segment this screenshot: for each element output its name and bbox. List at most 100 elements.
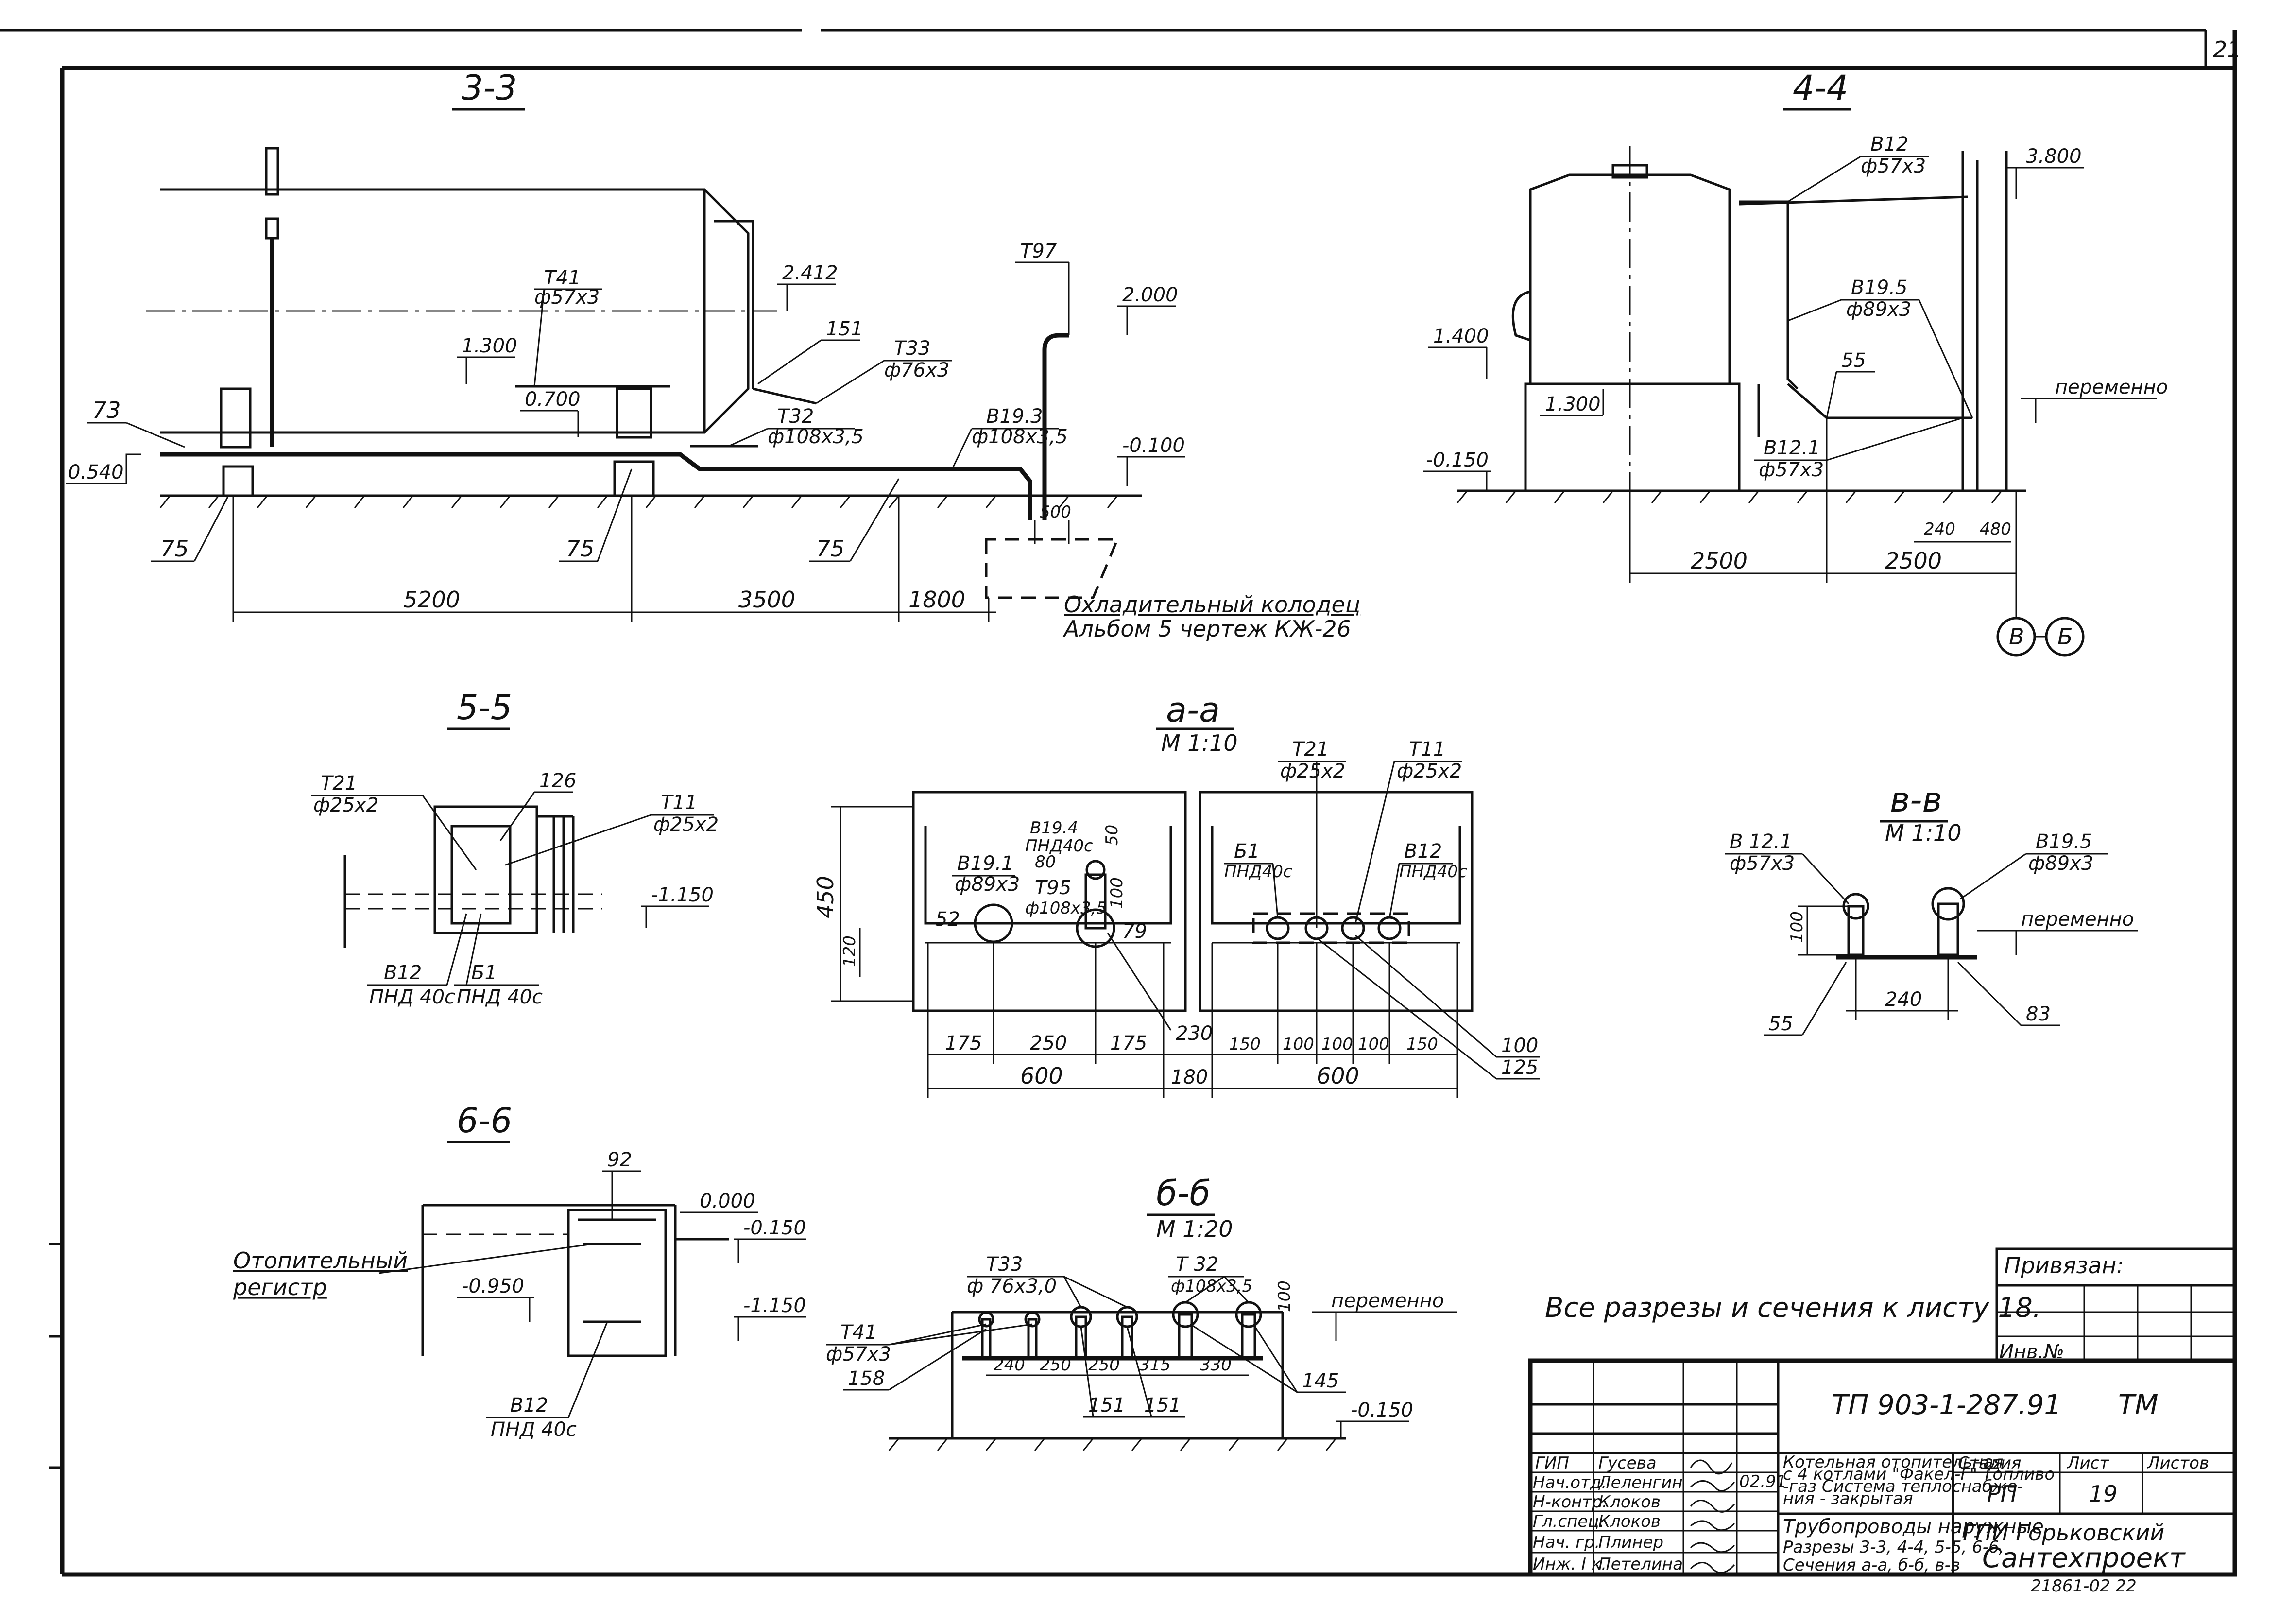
section-v-v: в-в М 1:10 В 12.1 ф57х3 В19.5 ф89х3 пере…: [1725, 780, 2138, 1036]
saa-d100a: 100: [1283, 1035, 1314, 1054]
saa-b1-spec: ПНД40с: [1224, 862, 1292, 882]
s33-level-2412: 2.412: [782, 262, 838, 284]
s44-level-3800: 3.800: [2026, 145, 2082, 168]
s33-t97: Т97: [1020, 240, 1057, 262]
saa-b1: Б1: [1234, 840, 1260, 863]
saa-t21-spec: ф25х2: [1280, 760, 1345, 782]
s33-lbl75b: 75: [566, 536, 595, 562]
section-5-5-title: 5-5: [457, 688, 512, 727]
sbb-t41: Т41: [840, 1321, 877, 1344]
s33-t33: Т33: [894, 337, 930, 360]
corner-sheet-number: 21: [2213, 36, 2242, 63]
s33-well-label-1: Охладительный колодец: [1064, 591, 1360, 618]
tb-org-1: ГПИ Горьковский: [1963, 1520, 2164, 1546]
saa-t11: Т11: [1409, 738, 1445, 761]
saa-dim100v: 100: [1107, 877, 1127, 909]
s33-lbl73: 73: [92, 397, 121, 423]
sbb-d240: 240: [994, 1355, 1025, 1375]
sbb-d250b: 250: [1088, 1355, 1120, 1375]
saa-lbl79: 79: [1122, 920, 1147, 943]
saa-b12-spec: ПНД40с: [1399, 862, 1467, 882]
s55-b1-spec: ПНД 40с: [457, 986, 543, 1008]
s33-level-2000: 2.000: [1122, 284, 1178, 306]
s55-lbl126: 126: [539, 770, 576, 792]
sbb-d315: 315: [1139, 1355, 1171, 1375]
s55-level-1150: -1.150: [651, 884, 714, 906]
saa-d230: 230: [1176, 1022, 1213, 1045]
tb-sheet-title-3: Сечения а-а, б-б, в-в: [1783, 1556, 1960, 1575]
sbb-lbl151a: 151: [1088, 1394, 1125, 1417]
s33-b193: В19.3: [986, 405, 1043, 428]
tb-date: 02.91: [1739, 1472, 1786, 1491]
saa-lbl50: 50: [1102, 825, 1122, 846]
section-6-6-title: 6-6: [457, 1101, 512, 1141]
s33-level-1300: 1.300: [462, 335, 517, 357]
s33-lbl75c: 75: [816, 536, 845, 562]
s44-dim480: 480: [1980, 519, 2011, 539]
s33-level-0540: 0.540: [68, 461, 124, 484]
sbb-d330: 330: [1200, 1355, 1232, 1375]
sbb-d250a: 250: [1040, 1355, 1071, 1375]
s44-b121-spec: ф57х3: [1759, 459, 1824, 481]
tb-stage: РП: [1987, 1481, 2017, 1507]
s66-b12-spec: ПНД 40с: [491, 1418, 577, 1441]
section-3-3: 3-3: [66, 68, 1360, 642]
s44-b12: В12: [1870, 133, 1908, 156]
tb-role-6: Инж. I к.: [1533, 1555, 1607, 1574]
svv-dim100: 100: [1787, 911, 1807, 943]
svv-b121: В 12.1: [1730, 830, 1792, 853]
s66-level-0000: 0.000: [700, 1190, 755, 1212]
saa-b191-spec: ф89х3: [955, 873, 1020, 896]
tb-name-5: Плинер: [1598, 1533, 1663, 1552]
s44-dim2500a: 2500: [1691, 548, 1748, 574]
s55-t11-spec: ф25х2: [653, 813, 719, 836]
saa-d100r: 100: [1501, 1035, 1538, 1057]
doc-code: ТП 903-1-287.91: [1832, 1389, 2061, 1421]
s66-level-0950: -0.950: [462, 1275, 524, 1297]
saa-d600b: 600: [1317, 1063, 1359, 1089]
tb-desc-1: Котельная отопительная: [1783, 1452, 2004, 1472]
s33-b193-spec: ф108х3,5: [972, 426, 1068, 448]
tb-stage-header: Стадия: [1958, 1453, 2021, 1473]
tb-name-2: Леленгин: [1597, 1473, 1683, 1492]
s33-t33-spec: ф76х3: [884, 359, 949, 381]
s33-dim5200: 5200: [403, 587, 460, 613]
tb-name-1: Гусева: [1598, 1453, 1657, 1473]
s44-axis-v: В: [2009, 623, 2024, 650]
s44-dim240: 240: [1924, 519, 1955, 539]
saa-d250: 250: [1030, 1032, 1067, 1055]
sbb-dim100: 100: [1275, 1280, 1294, 1312]
saa-t11-spec: ф25х2: [1397, 760, 1462, 782]
s55-t21: Т21: [321, 772, 357, 795]
s33-dim1800: 1800: [908, 587, 965, 613]
tb-role-5: Нач. гр.: [1533, 1533, 1600, 1552]
s66-level-1150: -1.150: [743, 1295, 806, 1317]
s44-b195: В19.5: [1851, 277, 1908, 299]
sbb-lbl151b: 151: [1144, 1394, 1181, 1417]
saa-d600a: 600: [1020, 1063, 1063, 1089]
doc-mark: ТМ: [2118, 1389, 2159, 1421]
tb-role-3: Н-контр.: [1533, 1492, 1608, 1512]
saa-lbl80: 80: [1035, 852, 1056, 872]
s55-b12-spec: ПНД 40с: [369, 986, 455, 1008]
sbb-t33-spec: ф 76х3,0: [967, 1275, 1057, 1297]
s55-b1: Б1: [471, 962, 497, 984]
section-5-5: 5-5 Т21 ф25х2 126 Т11 ф25х2 -1.150 В12 П…: [311, 688, 719, 1008]
tb-name-3: Клоков: [1598, 1492, 1661, 1512]
saa-dim450: 450: [812, 876, 839, 918]
saa-d175a: 175: [945, 1032, 982, 1055]
s44-level-0150: -0.150: [1426, 449, 1489, 471]
s33-lbl151: 151: [826, 318, 863, 340]
saa-d150b: 150: [1406, 1035, 1438, 1054]
s44-b195-spec: ф89х3: [1846, 298, 1911, 321]
title-block: Привязан: Инв.№ ТП 903-1-287.91 ТМ ГИП Г…: [1528, 1247, 2237, 1596]
svv-b195: В19.5: [2036, 830, 2092, 853]
sbb-lbl145: 145: [1302, 1370, 1339, 1392]
sbb-lbl158: 158: [848, 1367, 885, 1390]
tb-bottom-code: 21861-02 22: [2031, 1576, 2137, 1596]
tb-role-1: ГИП: [1535, 1453, 1569, 1473]
tb-desc-4: ния - закрытая: [1783, 1489, 1913, 1508]
tb-sheet-header: Лист: [2066, 1453, 2109, 1473]
sbb-variable: переменно: [1331, 1290, 1444, 1312]
